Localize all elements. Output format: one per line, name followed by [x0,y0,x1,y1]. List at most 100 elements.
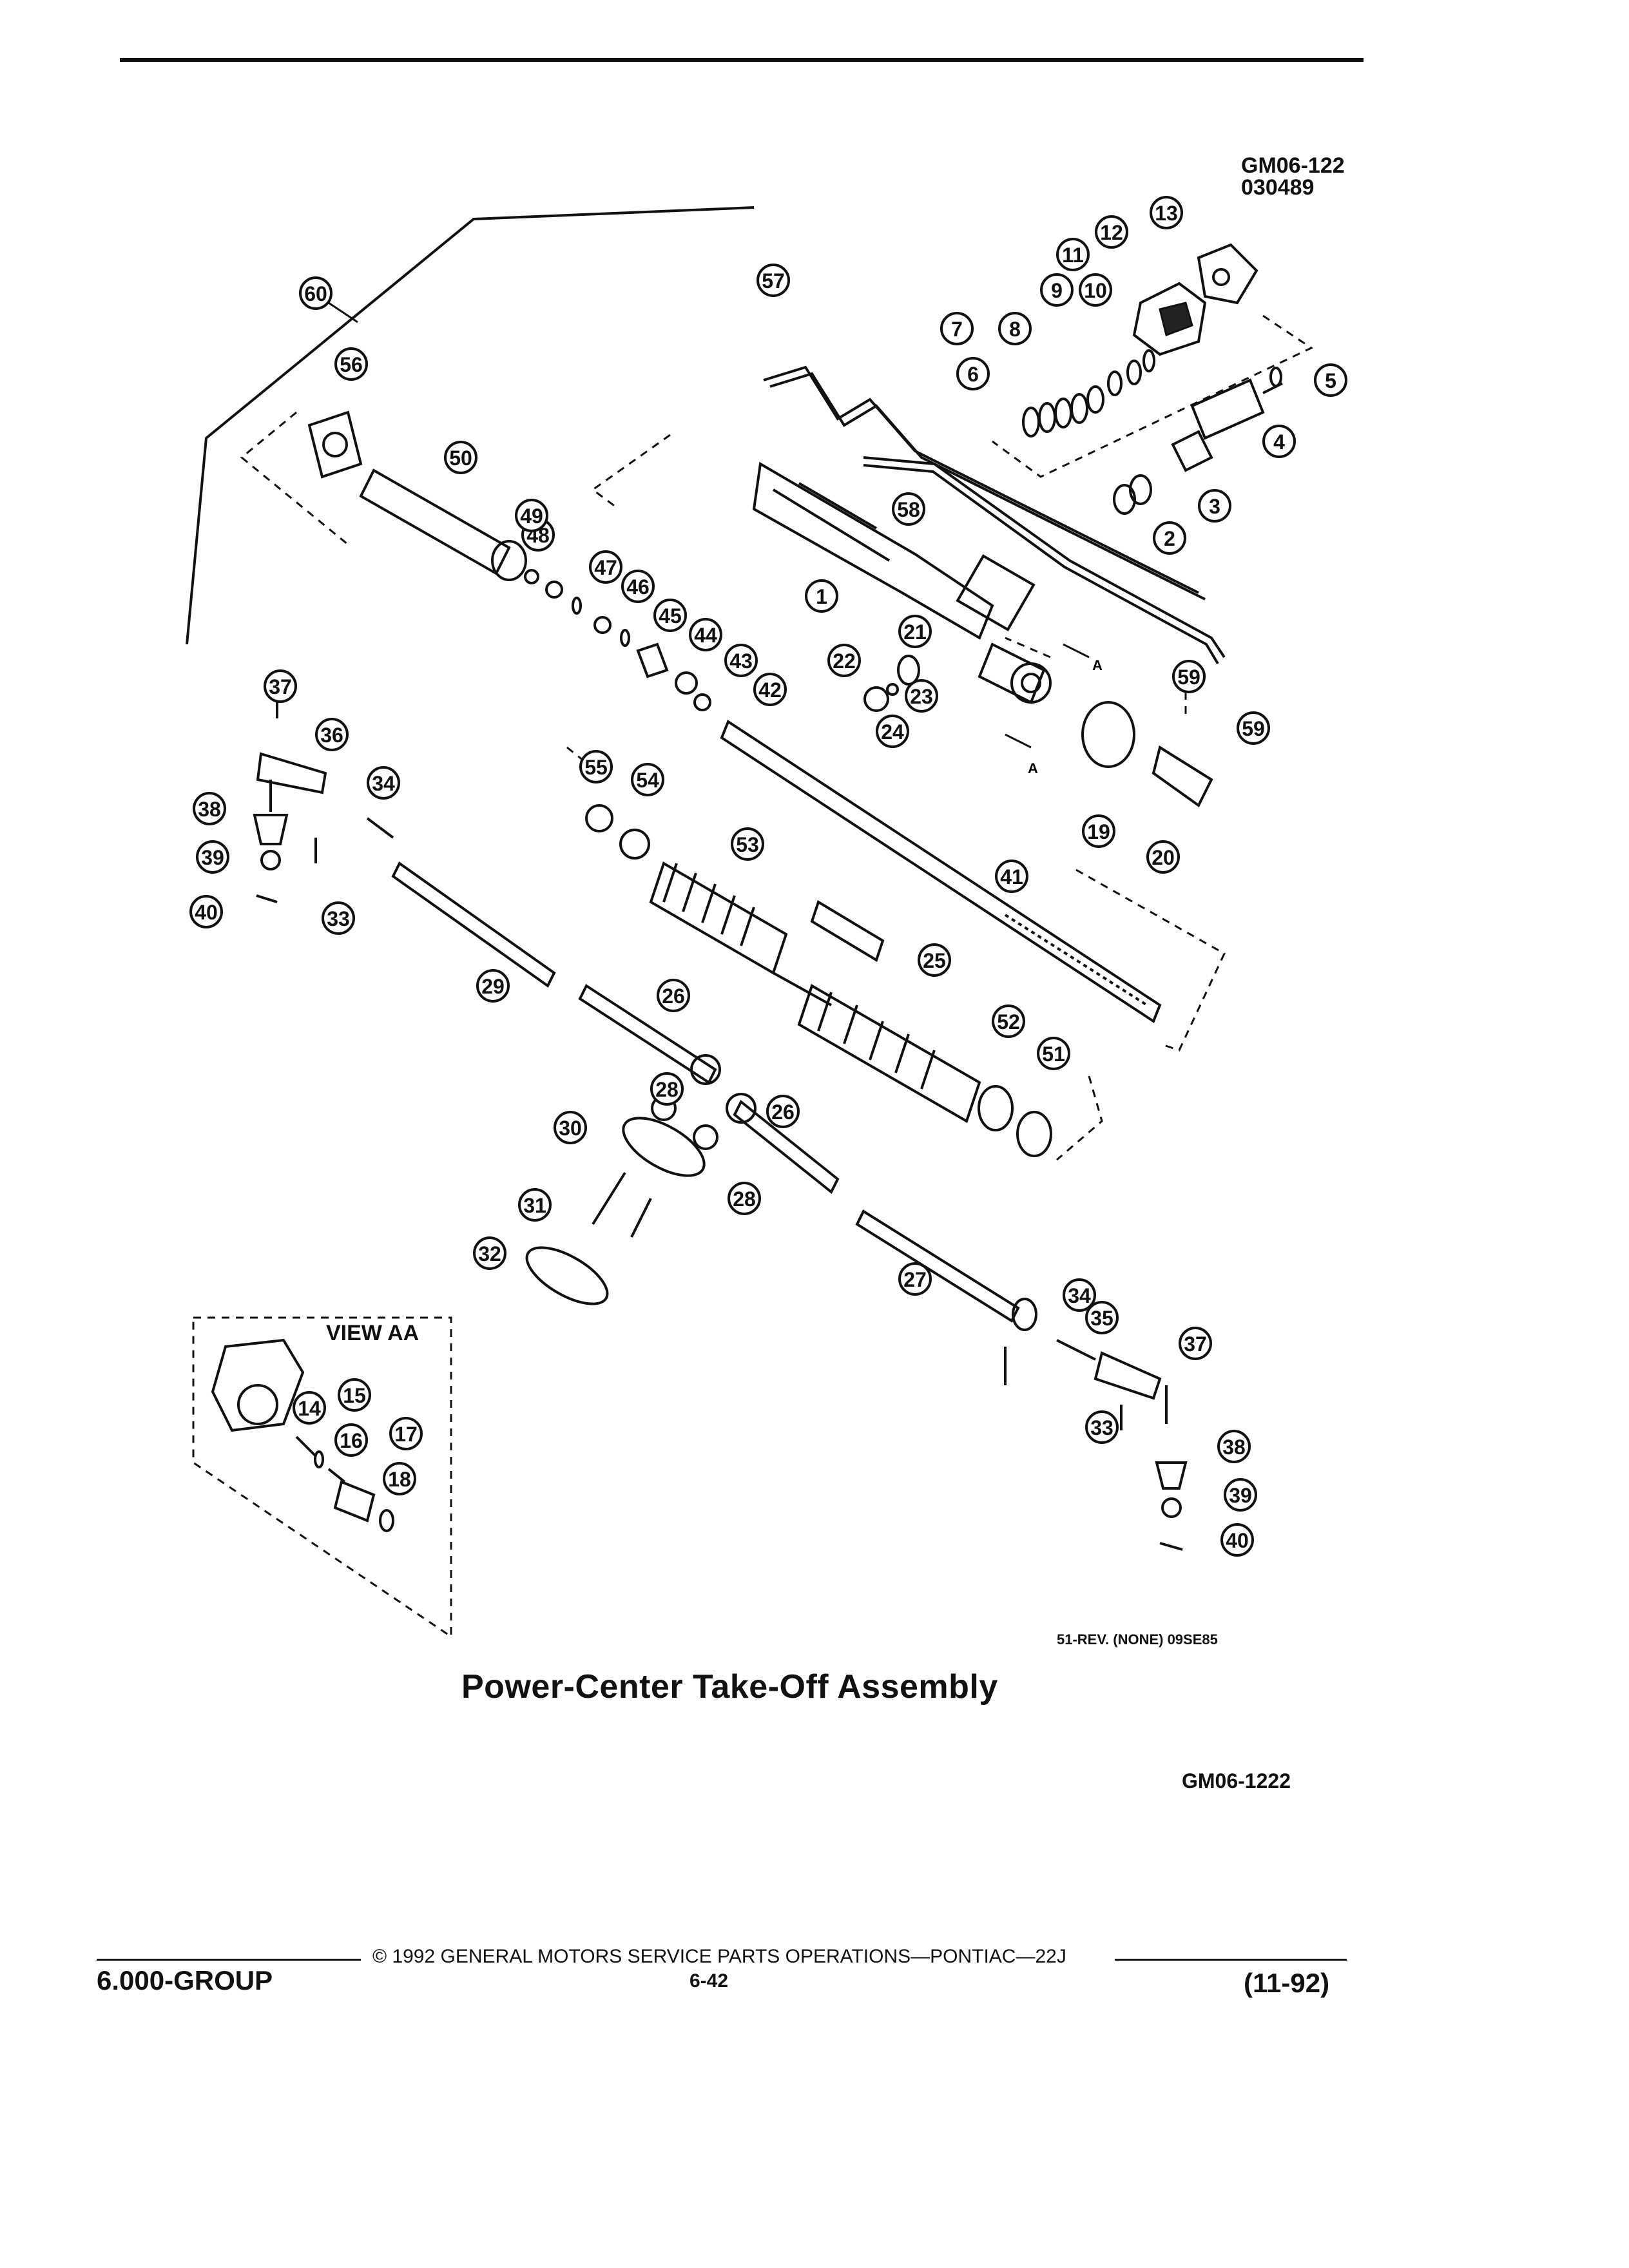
bushing-28b [693,1124,718,1150]
callout-circle [1153,521,1186,555]
callout-circle [389,1417,423,1450]
callout-circle [956,357,990,390]
callout-number: 46 [626,575,650,599]
callout-number: 12 [1100,221,1123,244]
callout-circle [322,901,355,935]
callout-20: 20 [1146,840,1180,874]
callout-21: 21 [898,615,932,648]
callout-number: 18 [388,1468,411,1491]
callout-circle [1262,425,1296,458]
valve-housing [1132,243,1258,356]
inner-seals [524,569,711,711]
callout-17: 17 [389,1417,423,1450]
footer-date: (11-92) [1244,1968,1330,1998]
callout-circle [876,715,909,748]
figure-id: GM06-122 030489 [1241,155,1345,198]
dashed-group-51 [1056,1075,1103,1161]
callout-3: 3 [1198,489,1231,523]
callout-circle [299,276,333,310]
callout-number: 32 [478,1242,501,1265]
callout-18: 18 [383,1462,416,1495]
callout-circle [1179,1327,1212,1360]
callout-circle [334,347,368,381]
callout-circle [518,1188,552,1222]
callout-26: 26 [766,1095,800,1128]
callout-number: 11 [1062,244,1084,267]
callout-number: 22 [833,649,856,673]
callout-number: 56 [340,353,363,376]
callout-5: 5 [1314,363,1347,397]
callout-35: 35 [1085,1301,1119,1334]
figure-id-line-2: 030489 [1241,175,1315,200]
callout-number: 54 [636,769,659,792]
callout-circle [1217,1430,1251,1463]
callout-number: 38 [198,798,221,821]
callout-19: 19 [1082,814,1115,848]
rack-41 [720,719,1162,1024]
callout-circle [650,1072,684,1106]
callout-60: 60 [299,276,333,310]
dashed-group-valve [992,314,1314,478]
callout-circle [995,860,1028,893]
callout-circle [898,615,932,648]
callout-42: 42 [753,673,787,706]
callout-circle [1095,215,1128,249]
pipe-57-inner [769,372,1206,601]
callout-1: 1 [805,579,838,613]
callout-40: 40 [189,895,223,928]
tie-rod-end-right [1004,1339,1188,1551]
callout-number: 21 [903,620,927,644]
callout-number: 59 [1242,717,1265,740]
callout-46: 46 [621,570,655,603]
callout-30: 30 [554,1111,587,1144]
callout-number: 43 [729,649,753,673]
callout-39: 39 [196,840,229,874]
callout-15: 15 [338,1378,371,1412]
callout-37: 37 [264,669,297,703]
image-code: GM06-1222 [1182,1769,1291,1792]
callout-57: 57 [757,264,790,297]
callout-circle [293,1391,326,1425]
tie-rod-end-left [253,702,394,903]
callout-number: 39 [201,846,224,869]
callout-number: 26 [662,985,685,1008]
callout-number: 51 [1042,1043,1065,1066]
callout-number: 37 [1184,1332,1207,1356]
mount-and-tube [307,410,527,581]
callout-circle [1172,660,1206,693]
callout-circle [892,492,925,526]
callout-37: 37 [1179,1327,1212,1360]
callout-number: 53 [736,833,759,856]
callout-11: 11 [1056,238,1090,271]
callout-circle [724,644,758,677]
dashed-group-rack [591,434,671,510]
callout-33: 33 [322,901,355,935]
callout-number: 40 [1226,1529,1249,1552]
callout-28: 28 [728,1182,761,1215]
callout-number: 3 [1209,495,1220,518]
callout-55: 55 [579,750,613,783]
callout-circle [653,599,687,632]
callout-number: 52 [997,1010,1020,1033]
footer-rule-left [97,1959,361,1961]
callout-circle [689,618,722,651]
callout-number: 40 [195,901,218,924]
callout-40: 40 [1220,1523,1254,1557]
callout-circle [264,669,297,703]
callout-circle [898,1262,932,1296]
callout-32: 32 [473,1236,506,1270]
callout-circle [1040,273,1074,307]
callout-number: 42 [758,678,782,702]
boundary-line-60 [186,206,755,645]
callout-number: 60 [304,282,327,305]
callout-number: 58 [897,498,920,521]
callout-44: 44 [689,618,722,651]
callout-circle [1079,273,1112,307]
bracket-housing [773,972,832,1006]
callout-circle [196,840,229,874]
callout-circle [554,1111,587,1144]
callout-circle [193,792,226,825]
callout-23: 23 [905,679,938,713]
callout-58: 58 [892,492,925,526]
